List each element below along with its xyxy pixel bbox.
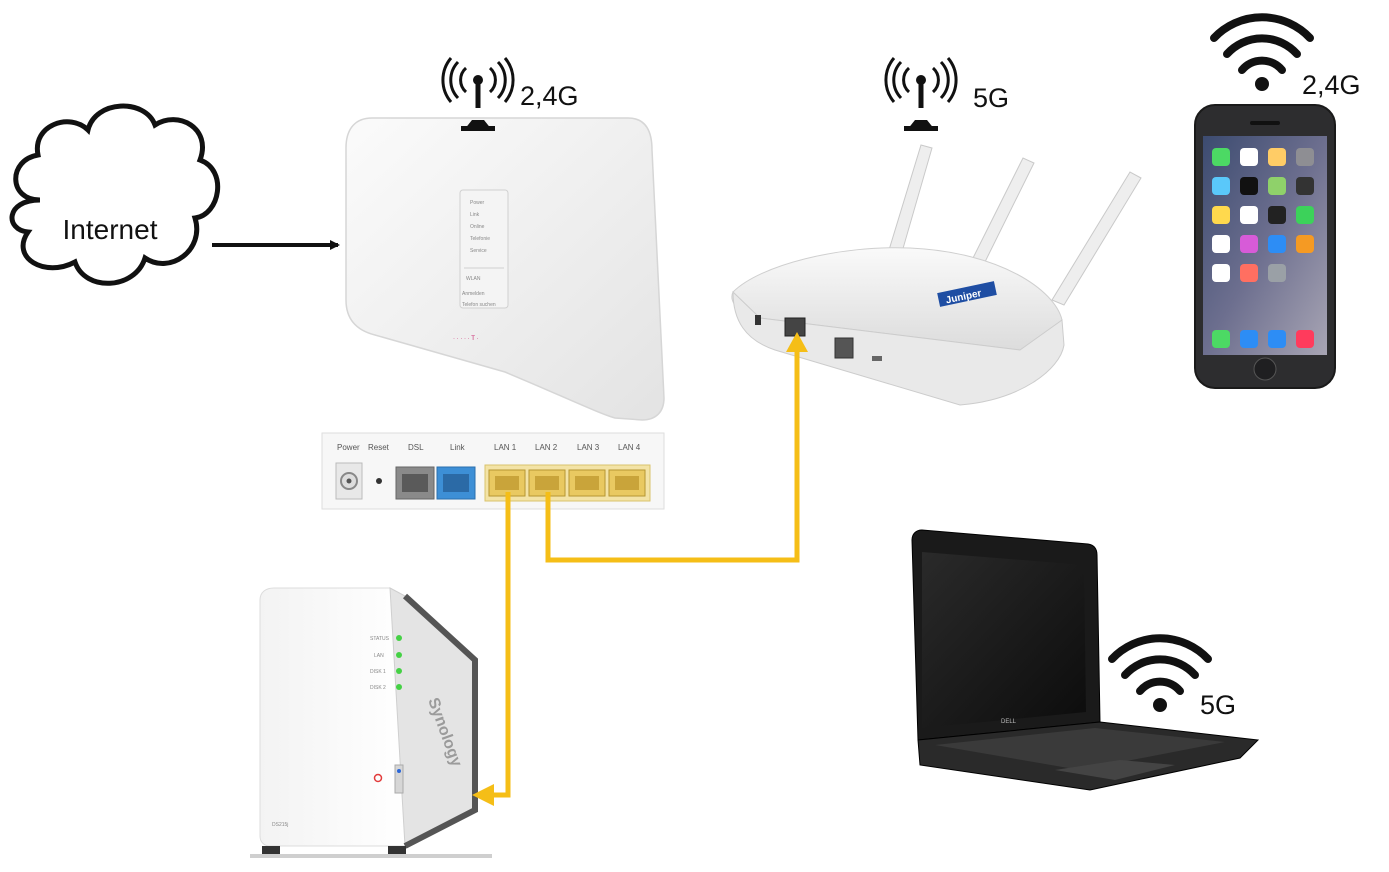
lan-port-1 — [488, 469, 526, 497]
laptop-wifi-icon — [1108, 634, 1212, 712]
nas-led-label: DISK 2 — [370, 685, 386, 691]
access-point: Juniper 5G — [731, 57, 1142, 406]
port-label-link: Link — [450, 443, 466, 452]
router-back-panel: Power Reset DSL Link LAN 1 LAN 2 LAN 3 L… — [321, 432, 665, 510]
cable-arrow-icon — [786, 332, 808, 352]
port-label-dsl: DSL — [408, 443, 424, 452]
nas-status-led — [396, 635, 402, 641]
router-led-label: Service — [470, 248, 487, 254]
cable-lan1-to-nas — [490, 492, 511, 798]
router-led-panel — [459, 189, 509, 309]
smartphone: 2,4G — [1194, 13, 1361, 389]
power-icon — [373, 773, 383, 783]
router-led-label: Anmelden — [462, 291, 485, 297]
router-led-label: Power — [470, 200, 485, 206]
port-label-lan1: LAN 1 — [494, 443, 517, 452]
router-led-label: Telefonie — [470, 236, 490, 242]
router-led-label: Link — [470, 212, 480, 218]
ap-antenna — [1051, 171, 1142, 306]
laptop-brand: DELL — [1001, 719, 1017, 725]
laptop: DELL 5G — [911, 529, 1260, 791]
cable-lan2-to-ap — [545, 348, 800, 563]
laptop-screen — [922, 552, 1086, 728]
port-label-lan2: LAN 2 — [535, 443, 558, 452]
ap-antenna — [888, 144, 933, 253]
nas-disk2-led — [396, 684, 402, 690]
ap-antenna-icon — [884, 57, 958, 131]
home-button-icon — [1253, 357, 1277, 381]
lan-port-2 — [528, 469, 566, 497]
phone-band-label: 2,4G — [1302, 70, 1361, 100]
phone-wifi-icon — [1210, 13, 1314, 91]
router-band-label: 2,4G — [520, 81, 579, 111]
internet-label: Internet — [63, 214, 158, 245]
telekom-logo-icon: · · · · · T · — [453, 336, 478, 342]
ap-lan-port — [784, 317, 806, 337]
nas-lan-led — [396, 652, 402, 658]
reset-hole-icon — [376, 478, 382, 484]
router-led-label: Telefon suchen — [462, 302, 496, 308]
cloud-icon — [9, 103, 221, 286]
port-label-power: Power — [337, 443, 360, 452]
port-label-lan3: LAN 3 — [577, 443, 600, 452]
ap-band-label: 5G — [973, 83, 1009, 113]
laptop-band-label: 5G — [1200, 690, 1236, 720]
app-grid — [1212, 148, 1314, 348]
internet-cloud: Internet — [9, 103, 221, 286]
juniper-badge — [937, 281, 997, 307]
nas-led-label: STATUS — [370, 636, 390, 642]
port-label-lan4: LAN 4 — [618, 443, 641, 452]
router-led-label: Online — [470, 224, 485, 230]
cables — [472, 332, 808, 806]
ap-lan-port — [834, 337, 854, 359]
router-antenna-icon — [441, 57, 515, 131]
router: Power Link Online Telefonie Service WLAN… — [345, 57, 665, 421]
nas-led-label: DISK 1 — [370, 669, 386, 675]
cable-arrow-icon — [472, 784, 494, 806]
lan-port-3 — [568, 469, 606, 497]
router-led-label: WLAN — [466, 276, 481, 282]
nas: Synology STATUS LAN DISK 1 DISK 2 DS215j — [250, 587, 492, 858]
port-label-reset: Reset — [368, 443, 390, 452]
ap-antenna — [966, 157, 1035, 275]
nas-led-label: LAN — [374, 653, 384, 659]
nas-disk1-led — [396, 668, 402, 674]
lan-port-4 — [608, 469, 646, 497]
nas-model: DS215j — [272, 822, 288, 828]
